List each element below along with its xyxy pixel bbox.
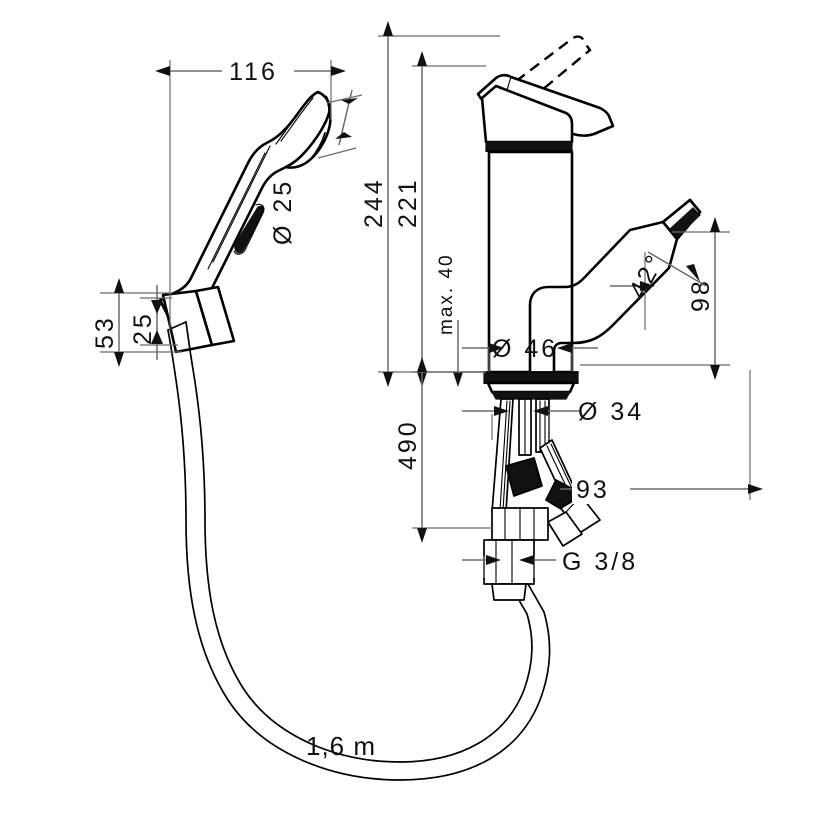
dimension-max40: max. 40 (436, 253, 484, 387)
dimension-490: 490 (394, 357, 492, 543)
dimension-dia25-label: Ø 25 (269, 179, 297, 245)
dimension-25: 25 (129, 285, 178, 360)
bidette-hand-shower (158, 90, 332, 326)
flexible-supply-hose-left (491, 398, 514, 513)
spout-aerator (661, 198, 702, 241)
dimension-244-label: 244 (360, 177, 388, 228)
dimension-244: 244 (360, 21, 500, 387)
dimension-116-label: 116 (229, 58, 278, 86)
dimension-93-label: 93 (576, 476, 610, 504)
shower-hose (167, 321, 551, 781)
dimension-53: 53 (91, 278, 182, 367)
dimension-93: 93 (560, 370, 763, 504)
dimension-g38: G 3/8 (462, 548, 638, 578)
wall-holder-bracket (161, 285, 236, 354)
dimension-dia34: Ø 34 (462, 398, 644, 440)
dimension-max40-label: max. 40 (436, 253, 457, 335)
dimension-116: 116 (155, 55, 346, 330)
dimension-dia46-label: Ø 46 (492, 335, 558, 363)
dimension-221-label: 221 (394, 177, 422, 228)
dimension-221: 221 (394, 51, 486, 387)
dimension-25-label: 25 (129, 311, 157, 345)
union-nut (491, 507, 549, 541)
dimension-hose-length: 1,6 m (306, 731, 376, 761)
dimension-hose-length-label: 1,6 m (306, 731, 376, 761)
g38-threaded-connector (483, 539, 535, 601)
dimension-dia25: Ø 25 (269, 89, 363, 245)
dimension-490-label: 490 (394, 419, 422, 470)
dimension-53-label: 53 (91, 315, 119, 349)
single-lever-basin-mixer (476, 35, 702, 400)
center-riser-pipe (518, 398, 532, 456)
dimension-g38-label: G 3/8 (562, 548, 638, 576)
dimension-dia46: Ø 46 (462, 335, 598, 372)
mixer-base-flange (483, 371, 579, 400)
dimension-dia34-label: Ø 34 (578, 398, 644, 426)
